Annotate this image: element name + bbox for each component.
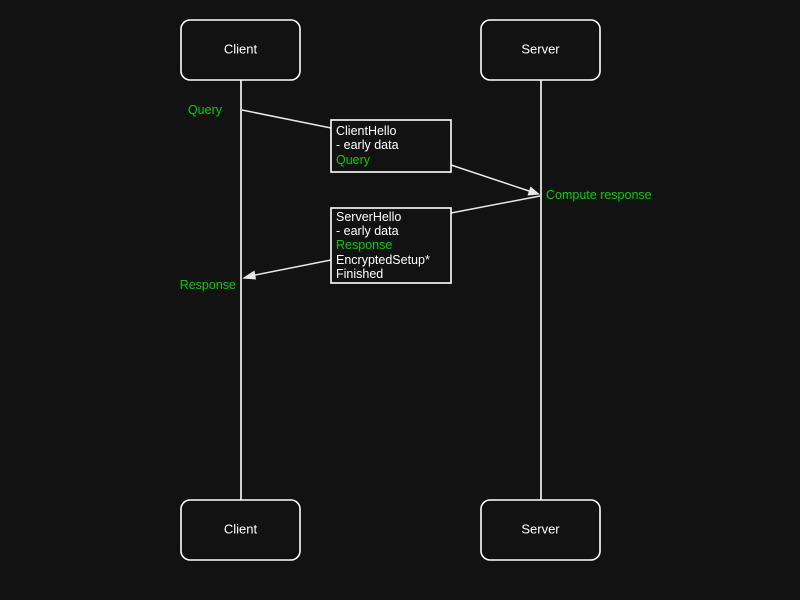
message-line-clienthello: ClientHello bbox=[336, 124, 396, 138]
arrow-head-to-server bbox=[527, 186, 540, 196]
message-line-query: Query bbox=[336, 153, 371, 167]
arrow-client-to-clienthello bbox=[241, 109, 332, 129]
arrow-head-to-client bbox=[242, 270, 256, 280]
actor-box-server-bottom[interactable]: Server bbox=[480, 499, 601, 561]
actor-box-client-bottom[interactable]: Client bbox=[180, 499, 301, 561]
actor-label-server-top: Server bbox=[521, 41, 560, 56]
message-box-rect bbox=[330, 119, 452, 173]
annotation-compute-response: Compute response bbox=[546, 188, 652, 202]
actor-box-server-top[interactable]: Server bbox=[480, 19, 601, 81]
message-line-response: Response bbox=[336, 238, 392, 252]
actor-box-rect bbox=[480, 19, 601, 81]
actor-box-rect bbox=[480, 499, 601, 561]
actor-label-client-bottom: Client bbox=[224, 521, 258, 536]
message-box-server-hello[interactable]: ServerHello - early data Response Encryp… bbox=[330, 207, 452, 284]
actor-box-client-top[interactable]: Client bbox=[180, 19, 301, 81]
message-line-serverhello: ServerHello bbox=[336, 210, 401, 224]
message-box-client-hello[interactable]: ClientHello - early data Query bbox=[330, 119, 452, 173]
arrow-clienthello-to-server bbox=[450, 164, 533, 193]
actor-label-client-top: Client bbox=[224, 41, 258, 56]
arrow-serverhello-to-client bbox=[249, 259, 332, 277]
message-line-finished: Finished bbox=[336, 267, 383, 281]
actor-box-rect bbox=[180, 499, 301, 561]
annotation-query: Query bbox=[188, 103, 223, 117]
arrow-server-to-serverhello bbox=[450, 195, 541, 214]
annotation-response: Response bbox=[180, 278, 236, 292]
message-box-rect bbox=[330, 207, 452, 284]
actor-box-rect bbox=[180, 19, 301, 81]
actor-label-server-bottom: Server bbox=[521, 521, 560, 536]
message-line-encryptedsetup: EncryptedSetup* bbox=[336, 253, 430, 267]
message-line-early-data: - early data bbox=[336, 138, 399, 152]
message-line-early-data: - early data bbox=[336, 224, 399, 238]
